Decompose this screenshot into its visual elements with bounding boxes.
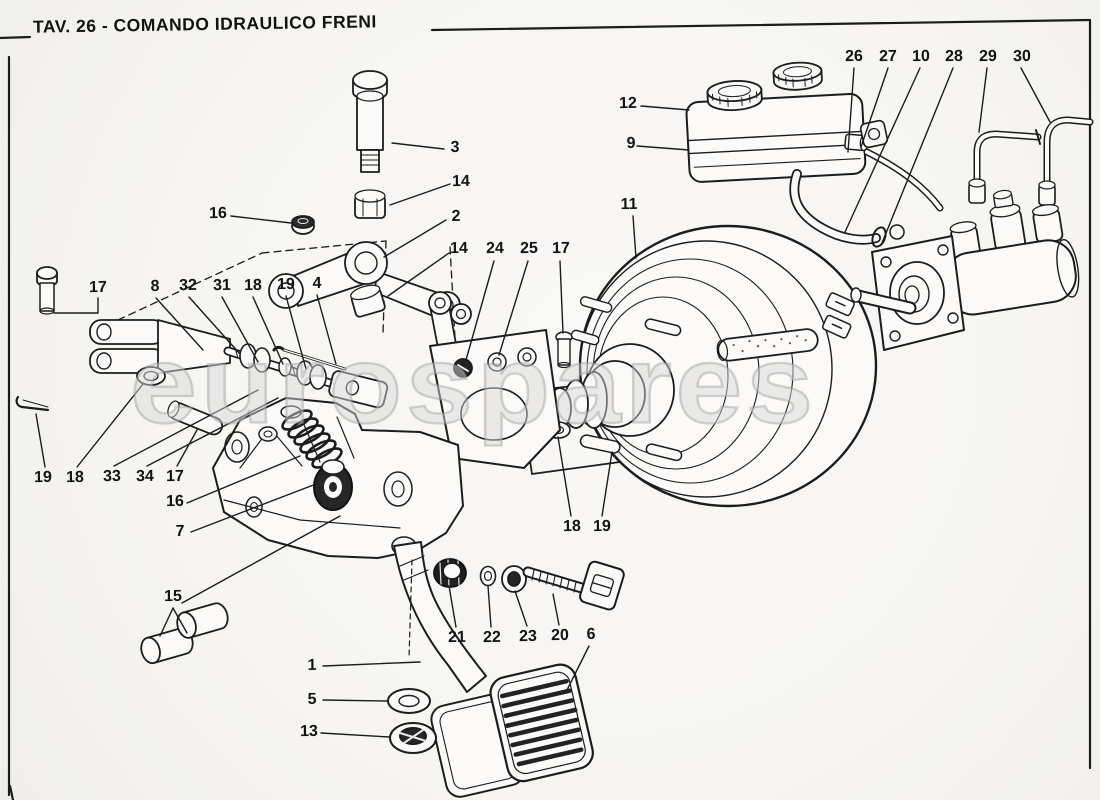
part-label-32: 32	[179, 276, 197, 295]
part-label-33: 33	[103, 467, 121, 486]
brake-booster-drawing	[455, 224, 878, 508]
part-label-1: 1	[307, 656, 317, 675]
part-label-4: 4	[312, 274, 322, 293]
part-label-17: 17	[166, 467, 184, 486]
leader-lines	[35, 67, 1051, 738]
part-label-18: 18	[563, 517, 581, 536]
part-label-8: 8	[150, 277, 160, 296]
washer-and-nut-drawing	[387, 688, 437, 754]
part-label-19: 19	[277, 275, 295, 294]
part-label-30: 30	[1013, 47, 1031, 66]
stop-bolt-drawing	[433, 558, 625, 611]
bushings-drawing	[140, 602, 229, 665]
part-label-18: 18	[244, 276, 262, 295]
part-label-11: 11	[620, 195, 638, 214]
part-label-15: 15	[164, 587, 182, 606]
part-label-14: 14	[450, 239, 468, 258]
part-label-19: 19	[34, 468, 52, 487]
part-label-21: 21	[448, 628, 466, 647]
part-label-18: 18	[66, 468, 84, 487]
part-label-13: 13	[300, 722, 318, 741]
part-label-2: 2	[451, 207, 461, 226]
part-label-12: 12	[619, 94, 637, 113]
part-label-19: 19	[593, 517, 611, 536]
hoses-drawing	[789, 148, 944, 248]
part-label-29: 29	[979, 47, 997, 66]
part-label-31: 31	[213, 276, 231, 295]
support-plate-drawing	[428, 291, 561, 469]
part-label-25: 25	[520, 239, 538, 258]
brake-pipes-drawing	[968, 116, 1094, 206]
part-label-27: 27	[879, 47, 897, 66]
part-label-28: 28	[945, 47, 963, 66]
part-label-20: 20	[551, 626, 569, 645]
part-label-26: 26	[845, 47, 863, 66]
part-label-23: 23	[519, 627, 537, 646]
part-label-17: 17	[552, 239, 570, 258]
part-label-5: 5	[307, 690, 317, 709]
pushrod-linkage-drawing	[15, 266, 389, 442]
master-cylinder-drawing	[850, 189, 1080, 351]
part-label-34: 34	[136, 467, 154, 486]
part-label-6: 6	[586, 625, 596, 644]
part-label-10: 10	[912, 47, 930, 66]
part-label-24: 24	[486, 239, 504, 258]
part-label-17: 17	[89, 278, 107, 297]
fluid-reservoir-drawing	[685, 61, 889, 183]
page-frame	[0, 18, 1092, 800]
part-label-16: 16	[209, 204, 227, 223]
part-label-22: 22	[483, 628, 501, 647]
part-label-9: 9	[626, 134, 636, 153]
pedal-pad-drawing	[489, 663, 594, 783]
part-label-16: 16	[166, 492, 184, 511]
part-label-3: 3	[450, 138, 460, 157]
part-label-14: 14	[452, 172, 470, 191]
lever-and-pin-drawing	[268, 70, 472, 325]
part-label-7: 7	[175, 522, 185, 541]
